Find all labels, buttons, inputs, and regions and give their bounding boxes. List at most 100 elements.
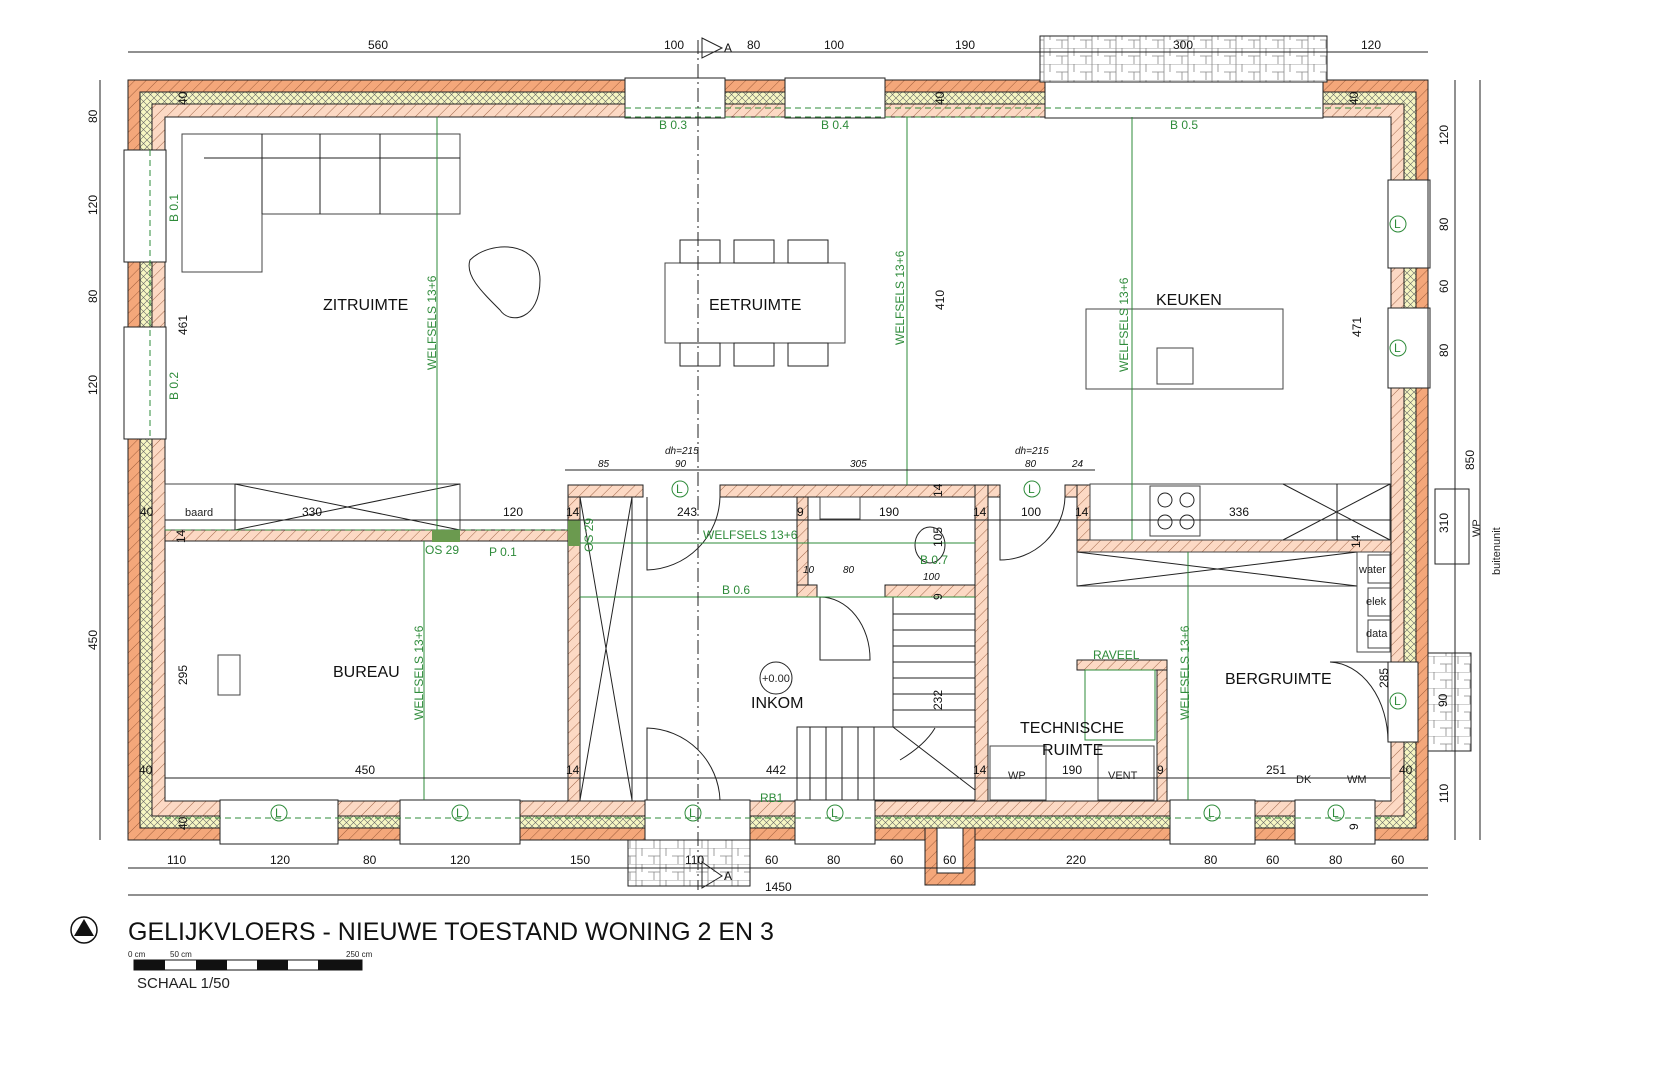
dim: 9 bbox=[797, 505, 804, 519]
dim: 60 bbox=[1391, 853, 1405, 867]
dim: 14 bbox=[931, 483, 945, 497]
dim: 40 bbox=[1347, 91, 1361, 105]
fireplace-label: baard bbox=[185, 507, 213, 519]
dim: 450 bbox=[86, 630, 100, 650]
dim: 40 bbox=[176, 91, 190, 105]
dim: 220 bbox=[1066, 853, 1086, 867]
dim: 461 bbox=[176, 315, 190, 335]
level-marker: +0.00 bbox=[762, 673, 790, 685]
dim: 190 bbox=[955, 38, 975, 52]
dim: 80 bbox=[86, 289, 100, 303]
dim: 305 bbox=[850, 459, 867, 470]
entrance-paving bbox=[627, 839, 751, 887]
dim: 110 bbox=[167, 853, 186, 867]
dim: 110 bbox=[1437, 784, 1451, 803]
dim: 120 bbox=[270, 853, 290, 867]
dim: 442 bbox=[766, 763, 786, 777]
dim: 9 bbox=[931, 593, 945, 600]
dim: 190 bbox=[879, 505, 899, 519]
dim: 120 bbox=[1361, 38, 1381, 52]
room-eetruimte: EETRUIMTE bbox=[709, 297, 801, 314]
dim: 90 bbox=[675, 459, 687, 470]
dim: 410 bbox=[933, 290, 947, 310]
dim: 60 bbox=[890, 853, 904, 867]
dim: 100 bbox=[923, 572, 940, 583]
dim: 40 bbox=[1399, 763, 1413, 777]
dim: 310 bbox=[1437, 513, 1451, 533]
armchair bbox=[468, 246, 541, 319]
dim: 85 bbox=[598, 459, 610, 470]
dim: 9 bbox=[1347, 823, 1361, 830]
exterior-walls bbox=[127, 79, 1429, 886]
dim: 80 bbox=[747, 38, 761, 52]
dim: 295 bbox=[176, 665, 190, 685]
room-inkom: INKOM bbox=[751, 695, 803, 712]
scale-tick: 250 cm bbox=[346, 950, 373, 959]
section-marker: A bbox=[724, 41, 732, 55]
dim: 80 bbox=[1025, 459, 1037, 470]
column-label: OS 29 bbox=[582, 518, 596, 552]
lintel-icon: L bbox=[831, 806, 838, 820]
dim: 80 bbox=[363, 853, 377, 867]
lintel-icon: L bbox=[1394, 341, 1401, 355]
beam-label: B 0.6 bbox=[722, 583, 750, 597]
dim: 80 bbox=[1204, 853, 1218, 867]
dim: 14 bbox=[174, 529, 188, 543]
title-block: GELIJKVLOERS - NIEUWE TOESTAND WONING 2 … bbox=[70, 916, 774, 992]
door-swing bbox=[646, 496, 721, 571]
dim: 60 bbox=[1266, 853, 1280, 867]
washbasin bbox=[819, 496, 861, 520]
section-marker: A bbox=[724, 869, 732, 883]
ring-beam-label: RB1 bbox=[760, 791, 784, 805]
fireplace bbox=[164, 483, 461, 531]
level-marker-icon bbox=[759, 661, 793, 695]
dim: 14 bbox=[1075, 505, 1089, 519]
dim: 14 bbox=[1349, 534, 1363, 548]
beam-label: B 0.1 bbox=[167, 194, 181, 222]
dim: 285 bbox=[1377, 668, 1391, 688]
dim: 14 bbox=[973, 763, 987, 777]
beam-label: B 0.2 bbox=[167, 372, 181, 400]
floor-label: WELFSELS 13+6 bbox=[893, 250, 907, 345]
dim: 40 bbox=[933, 91, 947, 105]
furniture bbox=[164, 133, 1470, 802]
dim: 40 bbox=[176, 816, 190, 830]
door-height: dh=215 bbox=[1015, 446, 1049, 457]
dim: 560 bbox=[368, 38, 388, 52]
ventilation-unit bbox=[1097, 745, 1155, 801]
dim: 110 bbox=[685, 853, 704, 867]
electricity-meter-label: elek bbox=[1366, 596, 1387, 608]
room-zitruimte: ZITRUIMTE bbox=[323, 297, 408, 314]
windows bbox=[123, 77, 1431, 845]
dim: 232 bbox=[931, 690, 945, 710]
room-technische: TECHNISCHE bbox=[1020, 720, 1124, 737]
raveel-label: RAVEEL bbox=[1093, 648, 1140, 662]
outdoor-unit bbox=[1434, 488, 1470, 565]
cooktop-icon bbox=[1149, 485, 1201, 537]
toilet bbox=[914, 526, 946, 564]
kitchen-counter bbox=[1089, 483, 1391, 541]
dim: 90 bbox=[1436, 693, 1450, 707]
dim: 120 bbox=[86, 375, 100, 395]
dim: 80 bbox=[86, 109, 100, 123]
outdoor-unit-label: WP bbox=[1471, 519, 1483, 537]
dim: 40 bbox=[140, 505, 154, 519]
dim: 120 bbox=[450, 853, 470, 867]
dim: 80 bbox=[843, 565, 855, 576]
dim: 14 bbox=[566, 763, 580, 777]
outdoor-unit-label: buitenunit bbox=[1491, 527, 1503, 575]
lintel-icon: L bbox=[1208, 806, 1215, 820]
lintel-icon: L bbox=[1394, 694, 1401, 708]
dim: 80 bbox=[1437, 343, 1451, 357]
lintel-icon: L bbox=[275, 806, 282, 820]
dimensions: 560 100 80 100 190 300 120 110 120 80 12… bbox=[86, 38, 1477, 894]
dim: 450 bbox=[355, 763, 375, 777]
dim: 105 bbox=[931, 527, 945, 547]
beam-label: B 0.5 bbox=[1170, 118, 1198, 132]
beam-label: B 0.7 bbox=[920, 553, 948, 567]
scale-tick: 0 cm bbox=[128, 950, 146, 959]
room-keuken: KEUKEN bbox=[1156, 292, 1222, 309]
dim: 60 bbox=[1437, 279, 1451, 293]
lintel-icon: L bbox=[1394, 217, 1401, 231]
washing-machine-label: WM bbox=[1347, 774, 1367, 786]
